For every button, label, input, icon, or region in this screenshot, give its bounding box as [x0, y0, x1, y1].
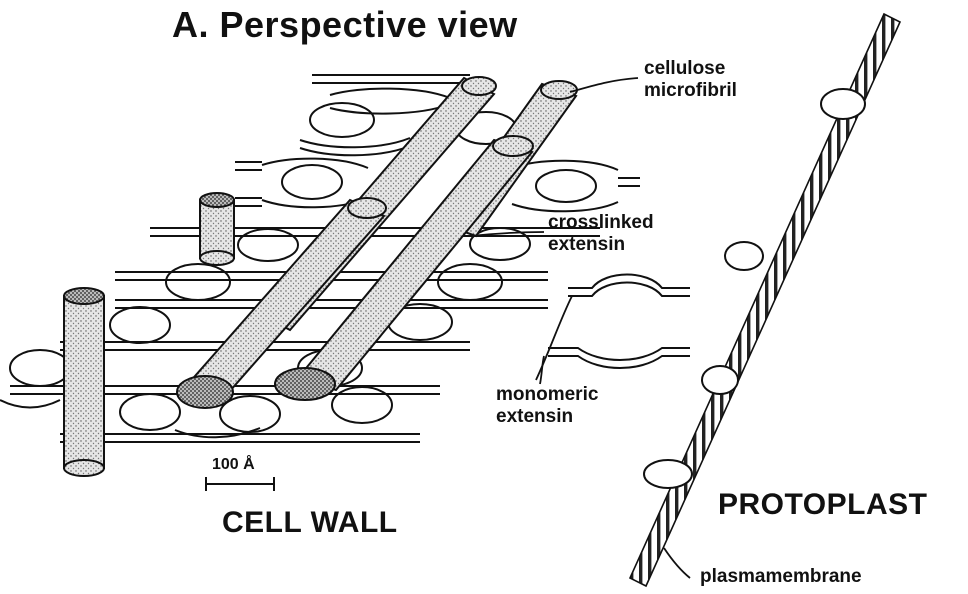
label-protoplast: PROTOPLAST — [718, 488, 927, 522]
label-monomeric-extensin: monomeric extensin — [496, 384, 636, 428]
monomeric-extensin-strands — [548, 275, 690, 369]
vertical-cylinder-2 — [64, 288, 104, 476]
membrane-protein-2 — [725, 242, 763, 270]
microfibril-end-2 — [275, 368, 335, 400]
label-cellulose-microfibril: cellulose microfibril — [644, 58, 784, 102]
scale-bar — [206, 477, 274, 491]
membrane-protein-4 — [644, 460, 692, 488]
leader-plasmamembrane — [664, 548, 690, 578]
membrane-protein-3 — [702, 366, 738, 394]
label-scale-bar: 100 Å — [212, 456, 255, 474]
figure-title: A. Perspective view — [172, 4, 518, 46]
label-crosslinked-extensin: crosslinked extensin — [548, 212, 688, 256]
lattice-row-2 — [235, 159, 640, 212]
microfibril-end-1 — [177, 376, 233, 408]
membrane-protein-1 — [821, 89, 865, 119]
label-plasmamembrane: plasmamembrane — [700, 566, 862, 588]
leader-cellulose — [570, 78, 638, 92]
vertical-cylinder-1 — [200, 193, 234, 265]
label-cell-wall: CELL WALL — [222, 506, 398, 540]
cellulose-microfibrils — [177, 77, 577, 408]
